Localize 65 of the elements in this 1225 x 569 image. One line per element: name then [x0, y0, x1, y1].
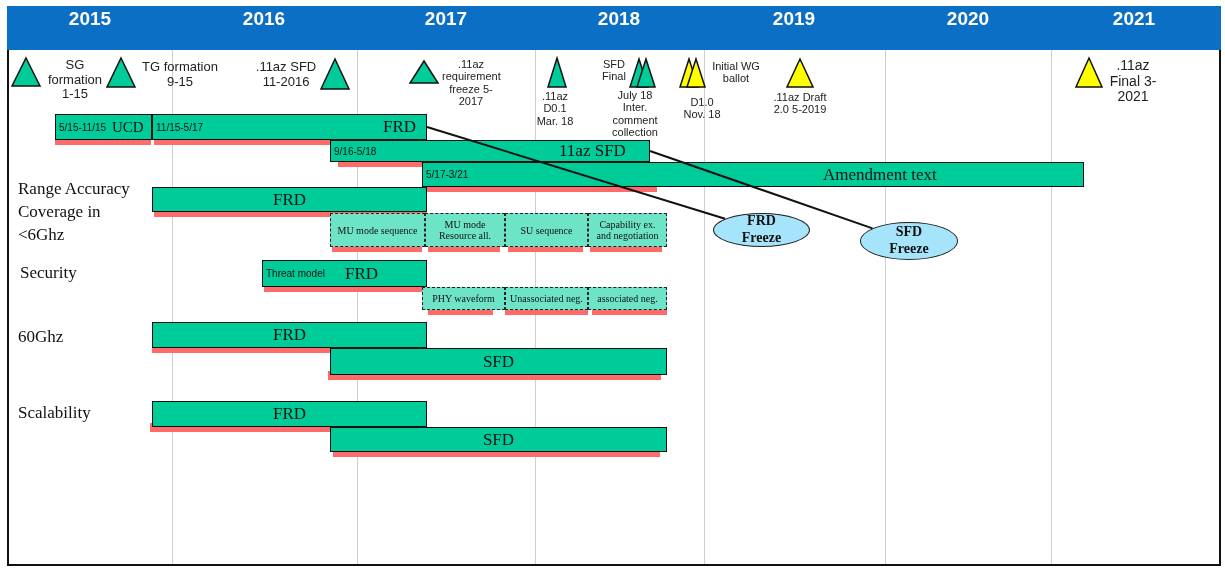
- task-box: [588, 213, 667, 247]
- milestone-label: .11az requirement freeze 5-2017: [442, 58, 500, 108]
- milestone-label: TG formation 9-15: [141, 60, 219, 90]
- task-label: PHY waveform: [431, 293, 496, 304]
- year-label: 2021: [1111, 8, 1157, 30]
- date-range-label: Threat model: [266, 268, 325, 279]
- row-label: Security: [20, 262, 78, 284]
- phase-bar: [152, 322, 427, 348]
- milestone-label: July 18 Inter. comment collection: [611, 89, 659, 139]
- phase-bar: [152, 114, 427, 140]
- task-label: SU sequence: [519, 224, 574, 236]
- callout-label: SFD Freeze: [888, 224, 930, 258]
- phase-bar: [152, 187, 427, 212]
- phase-label: FRD: [272, 189, 307, 210]
- year-label: 2020: [945, 8, 991, 30]
- task-box: [330, 213, 425, 247]
- task-label: MU mode Resource all.: [437, 219, 493, 241]
- task-box: [422, 287, 505, 310]
- date-range-label: 5/17-3/21: [426, 169, 469, 180]
- year-label: 2016: [241, 8, 287, 30]
- task-label: Capability ex. and negotiation: [595, 219, 660, 241]
- year-label: 2015: [67, 8, 113, 30]
- milestone-label: SG formation 1-15: [46, 58, 104, 102]
- milestone-label: .11az Draft 2.0 5-2019: [773, 91, 827, 116]
- phase-bar: [152, 401, 427, 427]
- callout-ellipse: [713, 213, 810, 247]
- milestone-label: SFD Final: [601, 58, 627, 83]
- phase-bar: [330, 427, 667, 452]
- task-box: [505, 213, 588, 247]
- phase-label: SFD: [482, 429, 515, 450]
- phase-bar: [330, 140, 650, 162]
- year-label: 2018: [596, 8, 642, 30]
- milestone-label: .11az Final 3-2021: [1108, 58, 1158, 105]
- milestone-label: .11az SFD 11-2016: [254, 60, 318, 90]
- phase-label: FRD: [272, 404, 307, 424]
- phase-label: Amendment text: [823, 164, 937, 185]
- date-range-label: 5/15-11/15: [59, 121, 107, 133]
- phase-label: SFD: [482, 351, 515, 372]
- date-range-label: 9/16-5/18: [334, 145, 377, 157]
- milestone-label: .11az D0.1 Mar. 18: [535, 90, 575, 127]
- phase-label: FRD: [272, 325, 307, 345]
- phase-label: UCD: [112, 118, 144, 136]
- phase-bar: [422, 162, 1084, 187]
- milestone-label: Initial WG ballot: [711, 60, 761, 85]
- phase-label: 11az SFD: [559, 141, 626, 161]
- phase-label: FRD: [382, 117, 416, 137]
- row-label: 60Ghz: [18, 326, 65, 348]
- row-label: Scalability: [18, 402, 92, 424]
- milestone-label: D1.0 Nov. 18: [682, 96, 722, 121]
- year-label: 2017: [423, 8, 469, 30]
- task-box: [588, 287, 667, 310]
- task-label: associated neg.: [596, 293, 659, 304]
- task-label: MU mode sequence: [336, 224, 419, 236]
- phase-bar: [330, 348, 667, 375]
- task-box: [505, 287, 588, 310]
- task-box: [425, 213, 505, 247]
- phase-bar: [55, 114, 152, 140]
- task-label: Unassociated neg.: [509, 293, 584, 304]
- phase-bar: [262, 260, 427, 287]
- year-label: 2019: [771, 8, 817, 30]
- row-label: Range Accuracy Coverage in <6Ghz: [18, 178, 131, 246]
- callout-label: FRD Freeze: [740, 213, 783, 247]
- date-range-label: 11/15-5/17: [156, 121, 204, 133]
- callout-ellipse: [860, 222, 958, 260]
- phase-label: FRD: [345, 263, 379, 284]
